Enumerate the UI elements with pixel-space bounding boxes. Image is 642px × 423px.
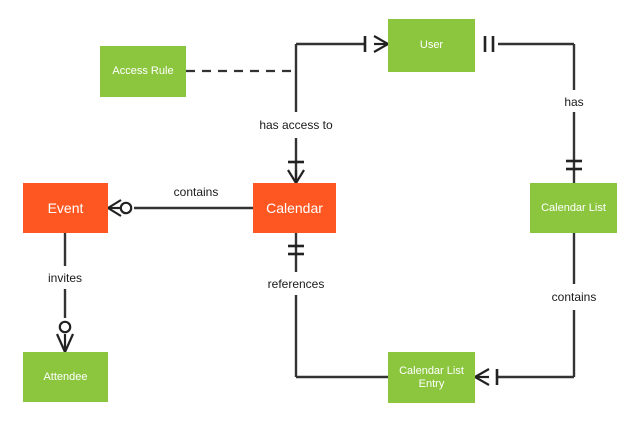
entity-user[interactable]: User: [388, 19, 475, 72]
cardinality-exactly-one-user-right: [483, 36, 495, 52]
entity-access-rule[interactable]: Access Rule: [100, 46, 186, 97]
entity-label-calendar-list: Calendar List: [541, 201, 606, 214]
relationship-label-invites: invites: [47, 271, 83, 285]
cardinality-one-or-many-user: [363, 35, 389, 53]
entity-calendar-list[interactable]: Calendar List: [530, 183, 617, 233]
cardinality-exactly-one-calendar-list-top: [566, 159, 582, 171]
cardinality-zero-or-many-attendee: [55, 320, 75, 353]
entity-label-attendee: Attendee: [43, 370, 88, 383]
relationship-label-references: references: [267, 277, 325, 291]
relationship-label-has-access-to: has access to: [259, 118, 333, 132]
entity-calendar[interactable]: Calendar: [253, 183, 336, 233]
entity-attendee[interactable]: Attendee: [23, 352, 108, 402]
cardinality-zero-circle: [119, 201, 133, 215]
connector-user-has-access-to-calendar: [287, 35, 389, 184]
cardinality-exactly-one-calendar-bottom: [288, 244, 304, 256]
connector-event-invites-attendee: [55, 233, 75, 353]
entity-label-user: User: [419, 39, 444, 52]
relationship-label-contains-list-entry: contains: [551, 290, 597, 304]
entity-event[interactable]: Event: [23, 183, 108, 233]
relationship-label-contains-event-calendar: contains: [173, 185, 219, 199]
connector-calendar-references-entry: [288, 233, 388, 379]
entity-label-calendar: Calendar: [266, 199, 323, 216]
connector-calendar-list-contains-entry: [474, 233, 576, 386]
relationship-label-has: has: [564, 95, 584, 109]
entity-label-access-rule: Access Rule: [112, 65, 174, 78]
cardinality-zero-or-many-event: [107, 199, 133, 217]
connector-event-contains-calendar: [107, 199, 253, 217]
entity-label-event: Event: [47, 199, 84, 216]
entity-calendar-list-entry[interactable]: Calendar List Entry: [388, 352, 475, 403]
connector-user-has-calendar-list: [483, 36, 582, 183]
entity-label-calendar-list-entry: Calendar List Entry: [399, 364, 464, 390]
cardinality-one-or-many-calendar-top: [287, 160, 305, 184]
cardinality-one-or-many-entry-right: [474, 368, 499, 386]
cardinality-zero-circle: [58, 320, 72, 334]
